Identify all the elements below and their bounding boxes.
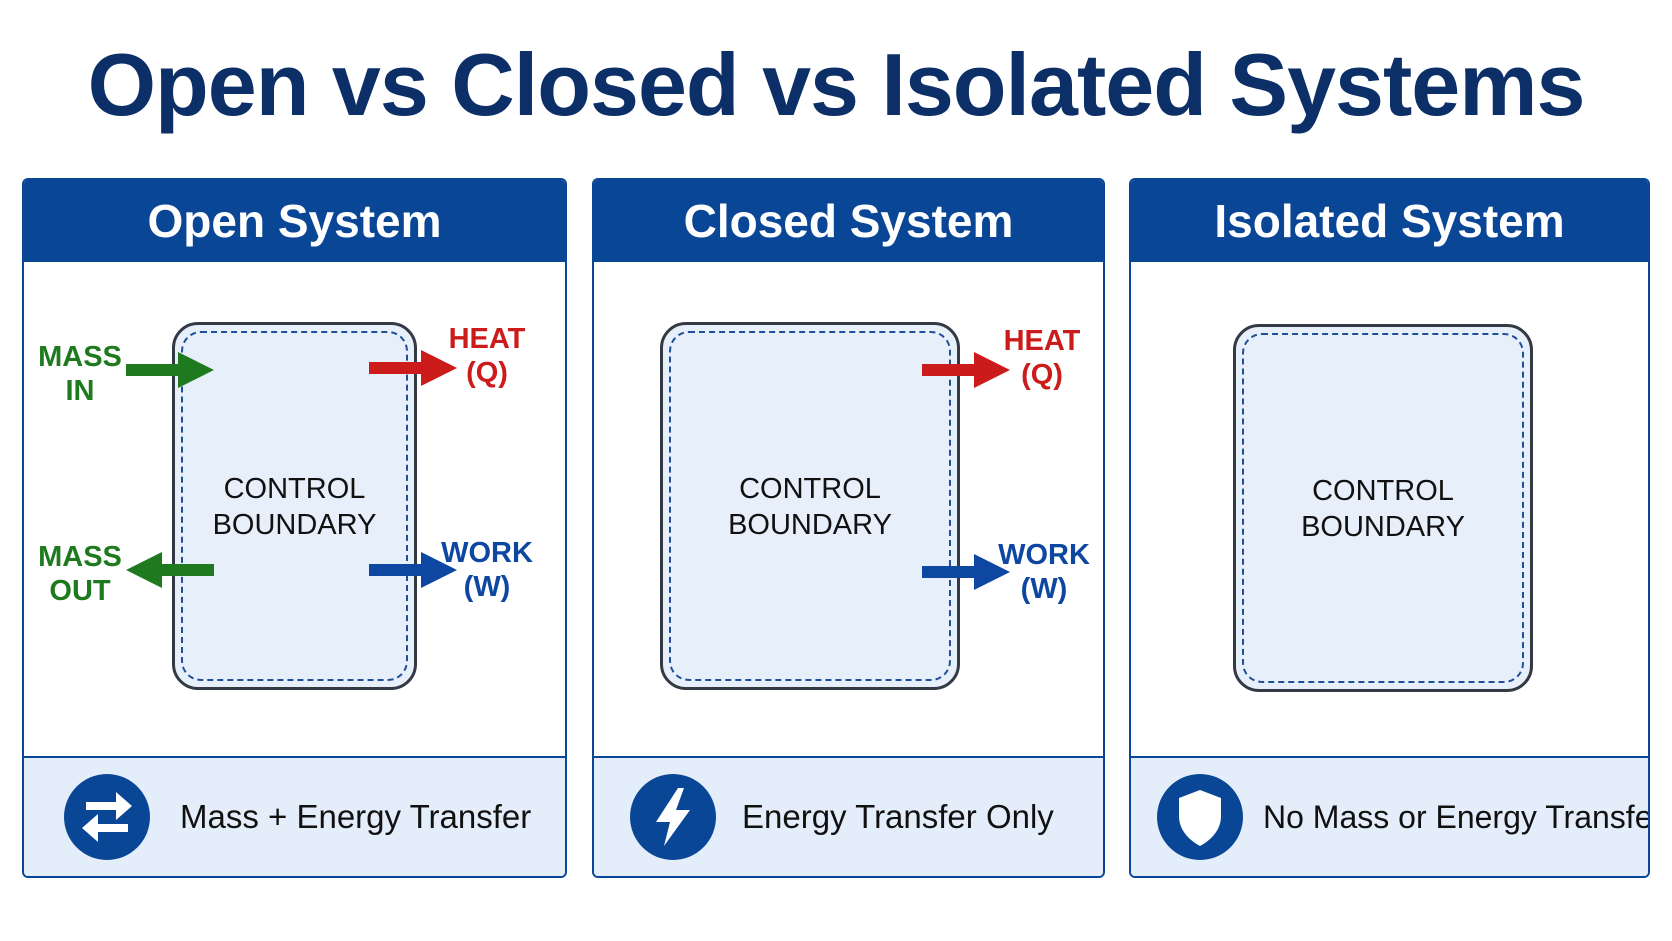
panel-header: Closed System [594,180,1103,262]
heat-label: HEAT (Q) [1003,325,1081,391]
open-system-panel: Open System CONTROL BOUNDARY MASS IN MAS… [22,178,567,878]
work-label: WORK (W) [441,537,533,603]
boundary-label: CONTROL BOUNDARY [212,473,377,541]
work-arrow-icon [922,554,1010,590]
heat-label: HEAT (Q) [448,323,526,389]
heat-arrow-icon [922,352,1010,388]
mass-out-arrow-icon [126,552,214,588]
closed-system-panel: Closed System CONTROL BOUNDARY HEAT (Q) … [592,178,1105,878]
footer-text: No Mass or Energy Transfer [1263,799,1650,835]
dashed-boundary [181,331,408,681]
mass-in-arrow-icon [126,352,214,388]
footer-text: Energy Transfer Only [742,798,1054,835]
work-label: WORK (W) [998,539,1090,605]
mass-out-label: MASS OUT [38,541,122,607]
dashed-boundary [1242,333,1524,683]
heat-arrow-icon [369,350,457,386]
panel-footer: No Mass or Energy Transfer [1131,756,1648,876]
boundary-label: CONTROL BOUNDARY [728,473,892,541]
control-boundary: CONTROL BOUNDARY [660,322,960,690]
control-boundary: CONTROL BOUNDARY [1233,324,1533,692]
control-boundary: CONTROL BOUNDARY [172,322,417,690]
panel-header: Isolated System [1131,180,1648,262]
dashed-boundary [669,331,951,681]
footer-text: Mass + Energy Transfer [180,798,532,835]
panel-header: Open System [24,180,565,262]
isolated-system-panel: Isolated System CONTROL BOUNDARY No Mass… [1129,178,1650,878]
shield-icon [1157,774,1243,860]
boundary-label: CONTROL BOUNDARY [1301,475,1465,543]
panel-footer: Mass + Energy Transfer [24,756,565,876]
work-arrow-icon [369,552,457,588]
panel-footer: Energy Transfer Only [594,756,1103,876]
lightning-bolt-icon [630,774,716,860]
mass-in-label: MASS IN [38,341,122,407]
page-title: Open vs Closed vs Isolated Systems [87,35,1586,134]
swap-arrows-icon [64,774,150,860]
